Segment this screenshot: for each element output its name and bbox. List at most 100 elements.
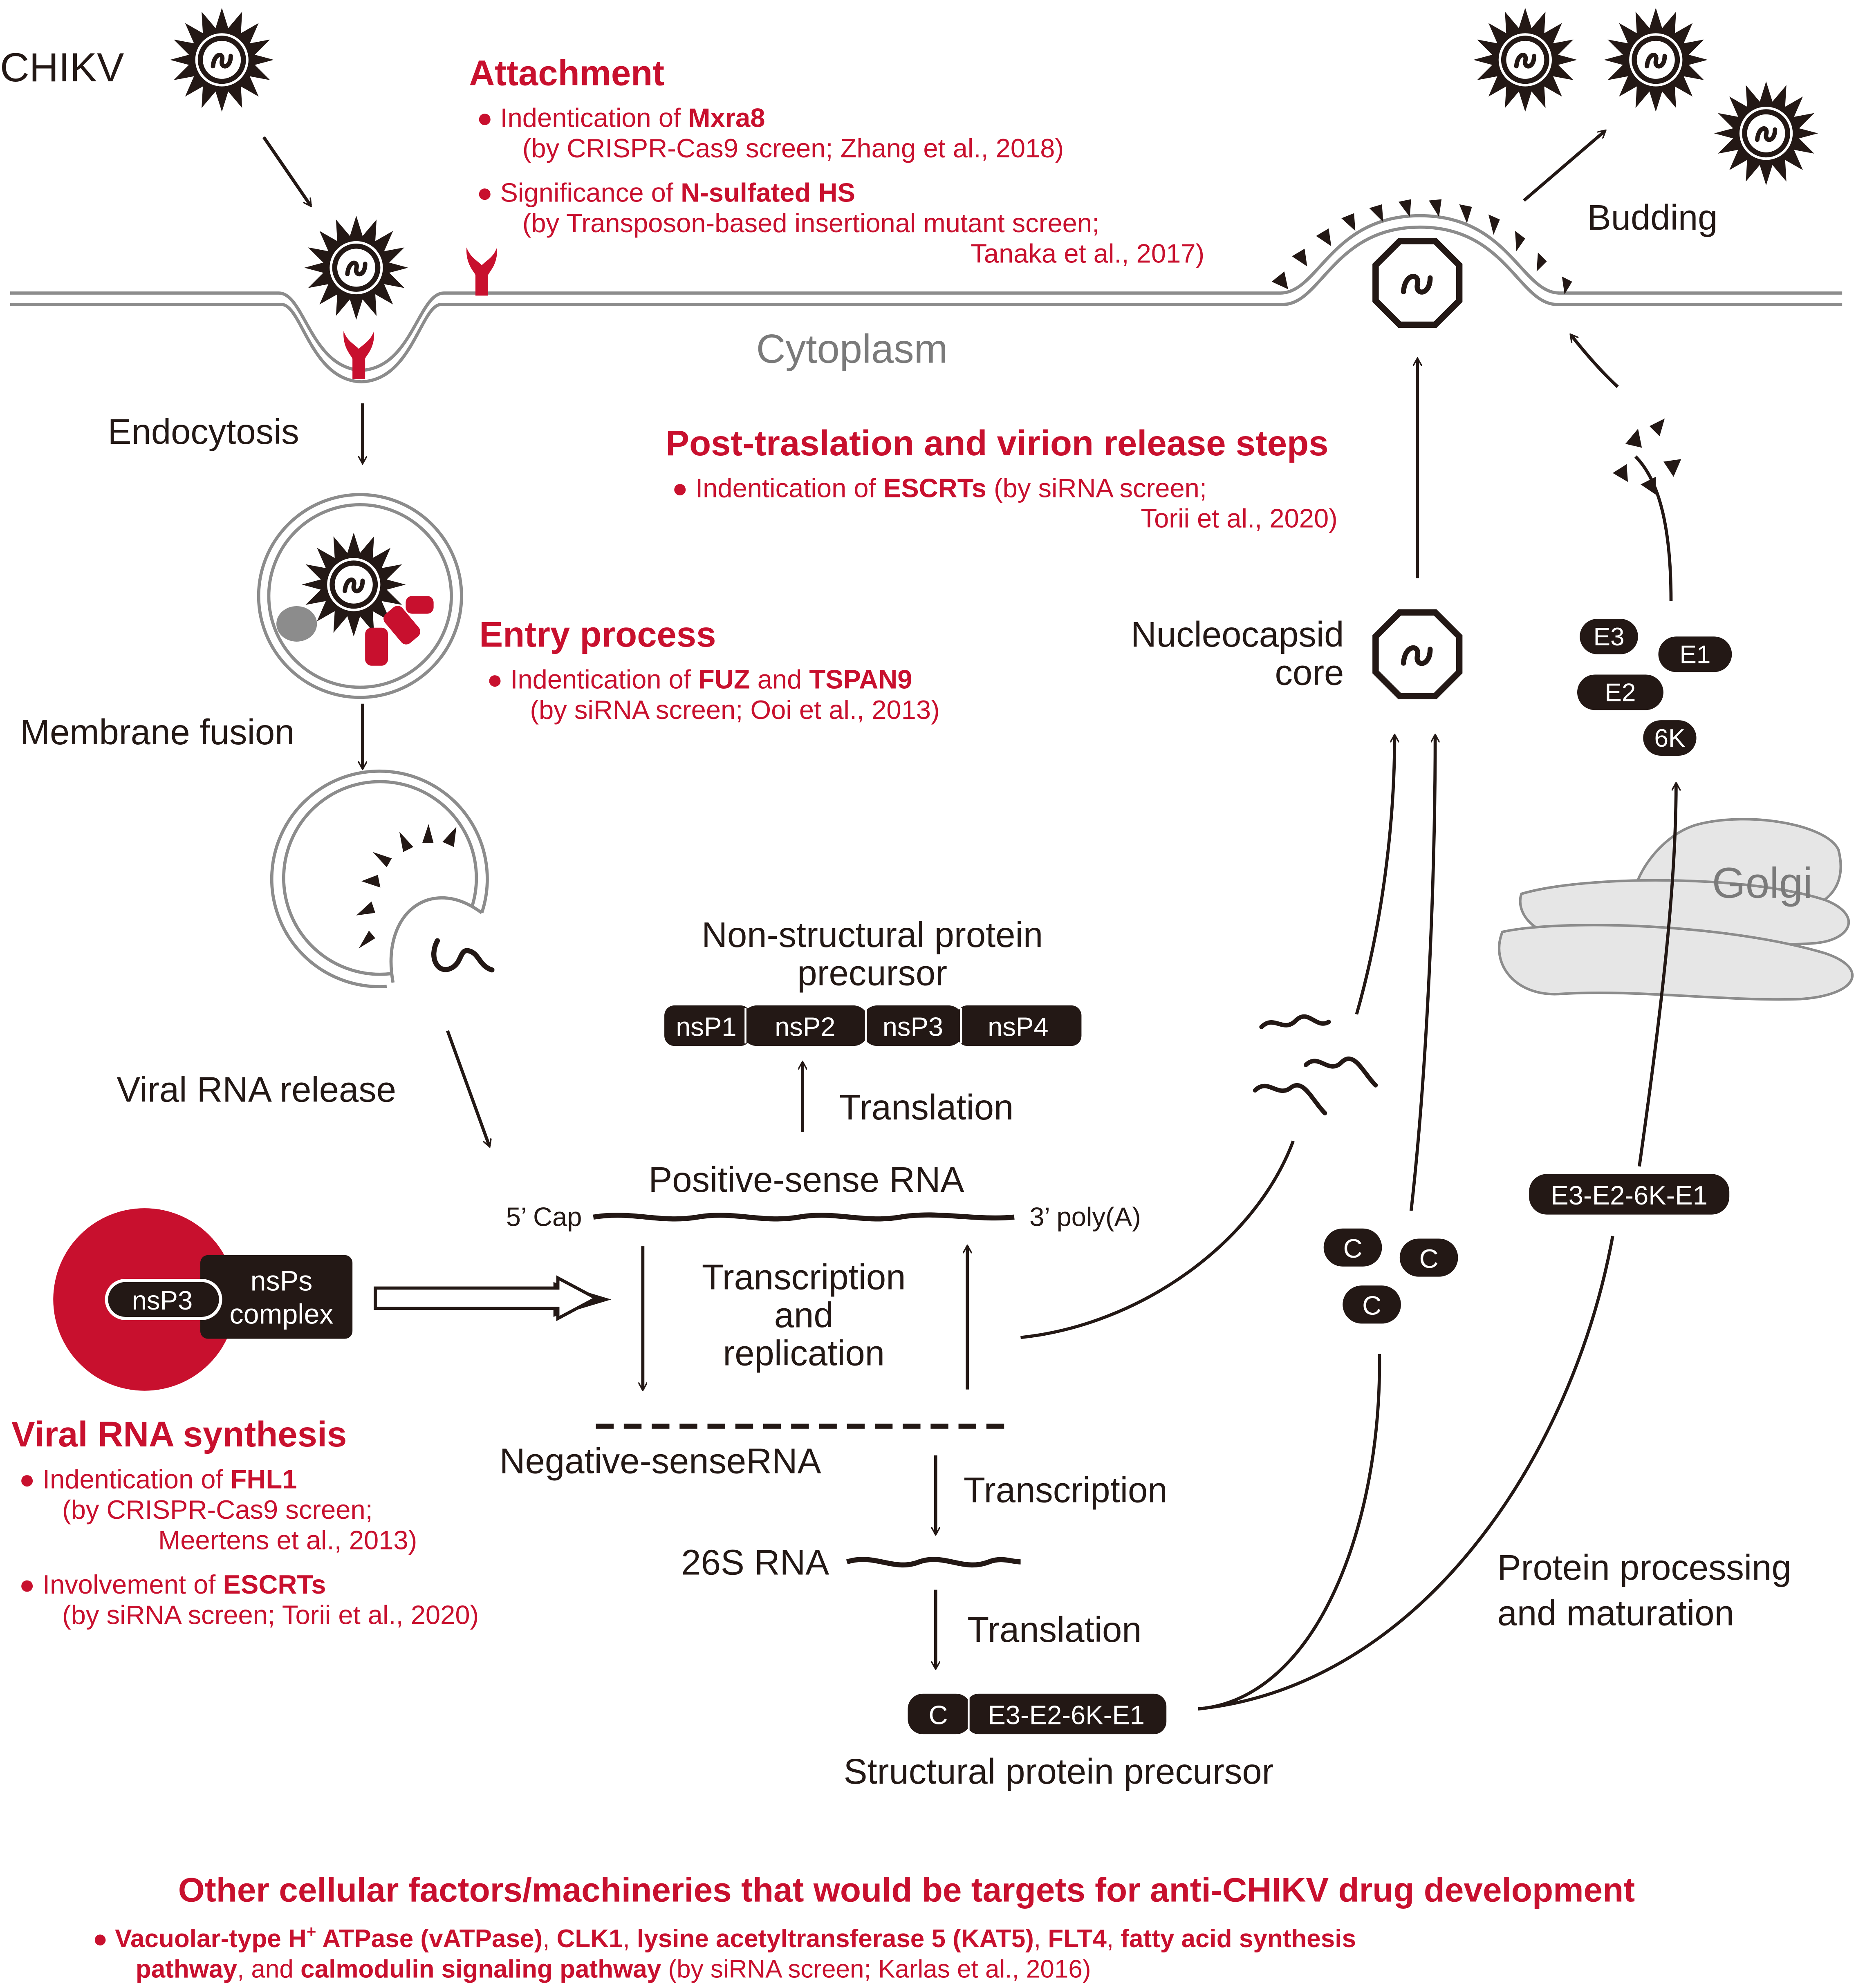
transcription-replication-line1: Transcription — [702, 1258, 906, 1297]
attachment-item-2-prefix: Significance of — [500, 178, 681, 208]
protein-processing-label-line1: Protein processing — [1497, 1548, 1791, 1587]
kat5-term: lysine acetyltransferase 5 (KAT5) — [637, 1925, 1034, 1953]
golgi — [1497, 818, 1854, 1001]
capsid-proteins — [1321, 1226, 1461, 1326]
nucleocapsid-label-line2: core — [1275, 653, 1344, 692]
vatpase-superscript: + — [307, 1922, 316, 1941]
footer-citation: (by siRNA screen; Karlas et al., 2016) — [661, 1955, 1091, 1984]
receptor-bound-icon — [343, 331, 374, 379]
structural-precursor-label: Structural protein precursor — [844, 1752, 1274, 1791]
positive-sense-rna-strand — [593, 1212, 1015, 1222]
post-translation-prefix: Indentication of — [695, 473, 883, 503]
plasma-membrane — [10, 214, 1843, 383]
6k-label: 6K — [1654, 724, 1685, 752]
structural-to-glycoprotein-curve — [1198, 1236, 1614, 1710]
attachment-item-2: ● Significance of N-sulfated HS — [477, 178, 855, 208]
capsid-protein-label: C — [1343, 1234, 1363, 1263]
nucleocapsid-core-icon — [1376, 613, 1459, 696]
bullet: ● — [19, 1569, 35, 1599]
flt4-term: FLT4 — [1048, 1925, 1107, 1953]
bullet: ● — [477, 178, 493, 208]
bullet: ● — [19, 1464, 35, 1494]
rna-synthesis-item-1: ● Indentication of FHL1 — [19, 1464, 297, 1494]
viral-rna-release-label: Viral RNA release — [117, 1070, 396, 1110]
endosome — [257, 493, 463, 699]
footer-line-2: pathway, and calmodulin signaling pathwa… — [136, 1955, 1091, 1984]
glycoprotein-path — [1634, 455, 1673, 601]
budded-virion-icon — [1714, 81, 1818, 185]
n-sulfated-hs-term: N-sulfated HS — [681, 178, 855, 208]
cap-label: 5’ Cap — [506, 1202, 582, 1232]
rna-synthesis-item-1-citation-line2: Meertens et al., 2013) — [158, 1525, 417, 1555]
budding-label: Budding — [1587, 198, 1718, 237]
bullet: ● — [92, 1925, 108, 1953]
polya-label: 3’ poly(A) — [1029, 1202, 1141, 1232]
budded-virion-icon — [1473, 8, 1577, 112]
attachment-item-1: ● Indentication of Mxra8 — [477, 103, 765, 133]
escrts-term: ESCRTs — [883, 473, 986, 503]
rna-synthesis-item-2: ● Involvement of ESCRTs — [19, 1569, 326, 1599]
nsp1-segment: nsP1 — [676, 1012, 736, 1041]
nsp4-segment: nsP4 — [988, 1012, 1048, 1041]
chikv-label: CHIKV — [0, 45, 124, 90]
negative-sense-label: Negative-senseRNA — [500, 1441, 821, 1481]
glycoprotein-fragments — [1612, 419, 1681, 495]
separator: , — [542, 1925, 556, 1953]
rna-synthesis-item-2-citation: (by siRNA screen; Torii et al., 2020) — [62, 1600, 479, 1630]
post-translation-citation-line1: (by siRNA screen; — [986, 473, 1207, 503]
e1-label: E1 — [1679, 641, 1710, 669]
translation-bottom-label: Translation — [967, 1610, 1141, 1650]
separator: , — [1107, 1925, 1121, 1953]
mrna-strands-icon — [1253, 1014, 1378, 1115]
pathway-term: pathway — [136, 1955, 238, 1984]
protein-processing-label-line2: and maturation — [1497, 1593, 1734, 1633]
transcription-label: Transcription — [964, 1471, 1168, 1510]
rna26s-label: 26S RNA — [681, 1542, 829, 1582]
rna-26s-strand — [846, 1557, 1021, 1568]
post-translation-item: ● Indentication of ESCRTs (by siRNA scre… — [672, 473, 1207, 503]
bullet: ● — [672, 473, 688, 503]
budding-arrow — [1523, 131, 1605, 202]
fhl1-term: FHL1 — [231, 1464, 297, 1494]
entry-title: Entry process — [479, 615, 716, 654]
attachment-item-2-citation-line2: Tanaka et al., 2017) — [971, 239, 1204, 269]
entry-citation: (by siRNA screen; Ooi et al., 2013) — [530, 695, 939, 725]
nsp-polyprotein — [664, 1005, 1082, 1046]
vatpase-term-rest: ATPase (vATPase) — [316, 1925, 542, 1953]
structural-to-capsid-curve — [1198, 1354, 1381, 1710]
clk1-term: CLK1 — [557, 1925, 623, 1953]
mxra8-term: Mxra8 — [688, 103, 765, 133]
chikv-virion-icon — [170, 8, 274, 112]
entry-arrow — [262, 136, 311, 206]
transcription-replication-line2: and — [774, 1296, 834, 1335]
golgi-label: Golgi — [1712, 859, 1813, 907]
glycoprotein-processing-arrow — [1638, 784, 1676, 1167]
attached-virion-icon — [304, 216, 408, 320]
rna-synthesis-item-2-prefix: Involvement of — [43, 1569, 223, 1599]
capsid-protein-label: C — [1362, 1291, 1381, 1321]
rna-synthesis-item-1-citation-line1: (by CRISPR-Cas9 screen; — [62, 1495, 373, 1525]
nsps-complex-label-line2: complex — [229, 1298, 333, 1330]
cytoplasm-label: Cytoplasm — [756, 327, 948, 372]
footer-title: Other cellular factors/machineries that … — [178, 1871, 1635, 1909]
attachment-title: Attachment — [469, 53, 664, 93]
fatty-acid-term: fatty acid synthesis — [1121, 1925, 1356, 1953]
entry-item: ● Indentication of FUZ and TSPAN9 — [487, 665, 912, 694]
post-translation-title: Post-traslation and virion release steps — [666, 423, 1328, 463]
bullet: ● — [487, 665, 503, 694]
structural-polyprotein — [908, 1693, 1167, 1735]
tspan9-term: TSPAN9 — [809, 665, 912, 694]
translation-top-label: Translation — [839, 1088, 1013, 1127]
separator: , — [623, 1925, 637, 1953]
transcription-replication-line3: replication — [723, 1334, 885, 1373]
glycoprotein-polyprotein-label: E3-E2-6K-E1 — [1551, 1180, 1708, 1210]
nonstructural-label-line2: precursor — [797, 953, 947, 993]
nucleocapsid-label-line1: Nucleocapsid — [1131, 615, 1344, 654]
entry-conjunction: and — [750, 665, 809, 694]
nsp2-segment: nsP2 — [775, 1012, 835, 1041]
replication-complex — [53, 1208, 353, 1391]
budding-spikes — [1271, 199, 1572, 295]
nonstructural-label-line1: Non-structural protein — [702, 915, 1043, 955]
footer-line-1: ● Vacuolar-type H+ ATPase (vATPase), CLK… — [92, 1922, 1356, 1953]
